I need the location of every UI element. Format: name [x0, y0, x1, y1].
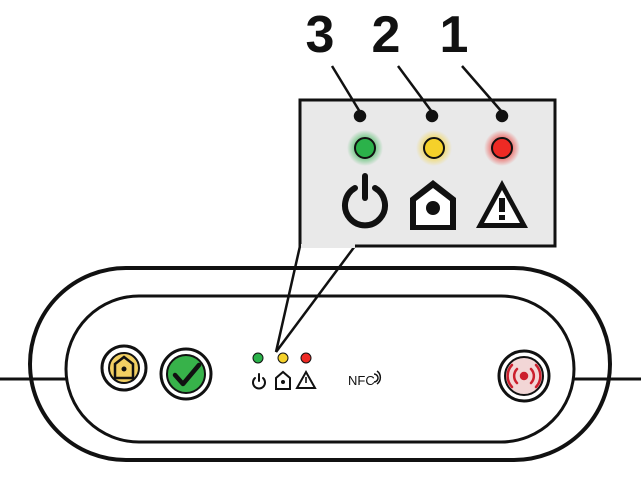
leader-dot-2: [425, 109, 439, 123]
callout-pointer: [274, 245, 357, 353]
led-large-red: [484, 130, 520, 166]
warning-icon: [476, 180, 528, 228]
confirm-button[interactable]: [159, 347, 213, 401]
power-icon: [342, 173, 388, 229]
warning-icon-small: [295, 369, 317, 389]
home-icon: [113, 355, 135, 380]
checkmark-icon: [172, 362, 202, 387]
led-large-green: [347, 130, 383, 166]
led-small-green: [252, 352, 264, 364]
led-small-yellow: [277, 352, 289, 364]
led-large-yellow: [416, 130, 452, 166]
home-icon: [410, 180, 456, 230]
led-small-red: [300, 352, 312, 364]
power-icon-small: [252, 373, 266, 390]
leader-dot-3: [353, 109, 367, 123]
alarm-button[interactable]: [497, 349, 551, 403]
home-button[interactable]: [100, 344, 148, 392]
device-body: [0, 266, 641, 462]
callout-leader-lines: [330, 65, 509, 123]
nfc-icon: [373, 370, 382, 385]
leader-dot-1: [495, 109, 509, 123]
home-icon-small: [275, 370, 291, 390]
callout-number-1: 1: [440, 6, 469, 64]
callout-number-2: 2: [372, 6, 401, 64]
alarm-broadcast-icon: [506, 363, 542, 389]
callout-number-3: 3: [306, 6, 335, 64]
nfc-label: NFC: [348, 373, 375, 388]
